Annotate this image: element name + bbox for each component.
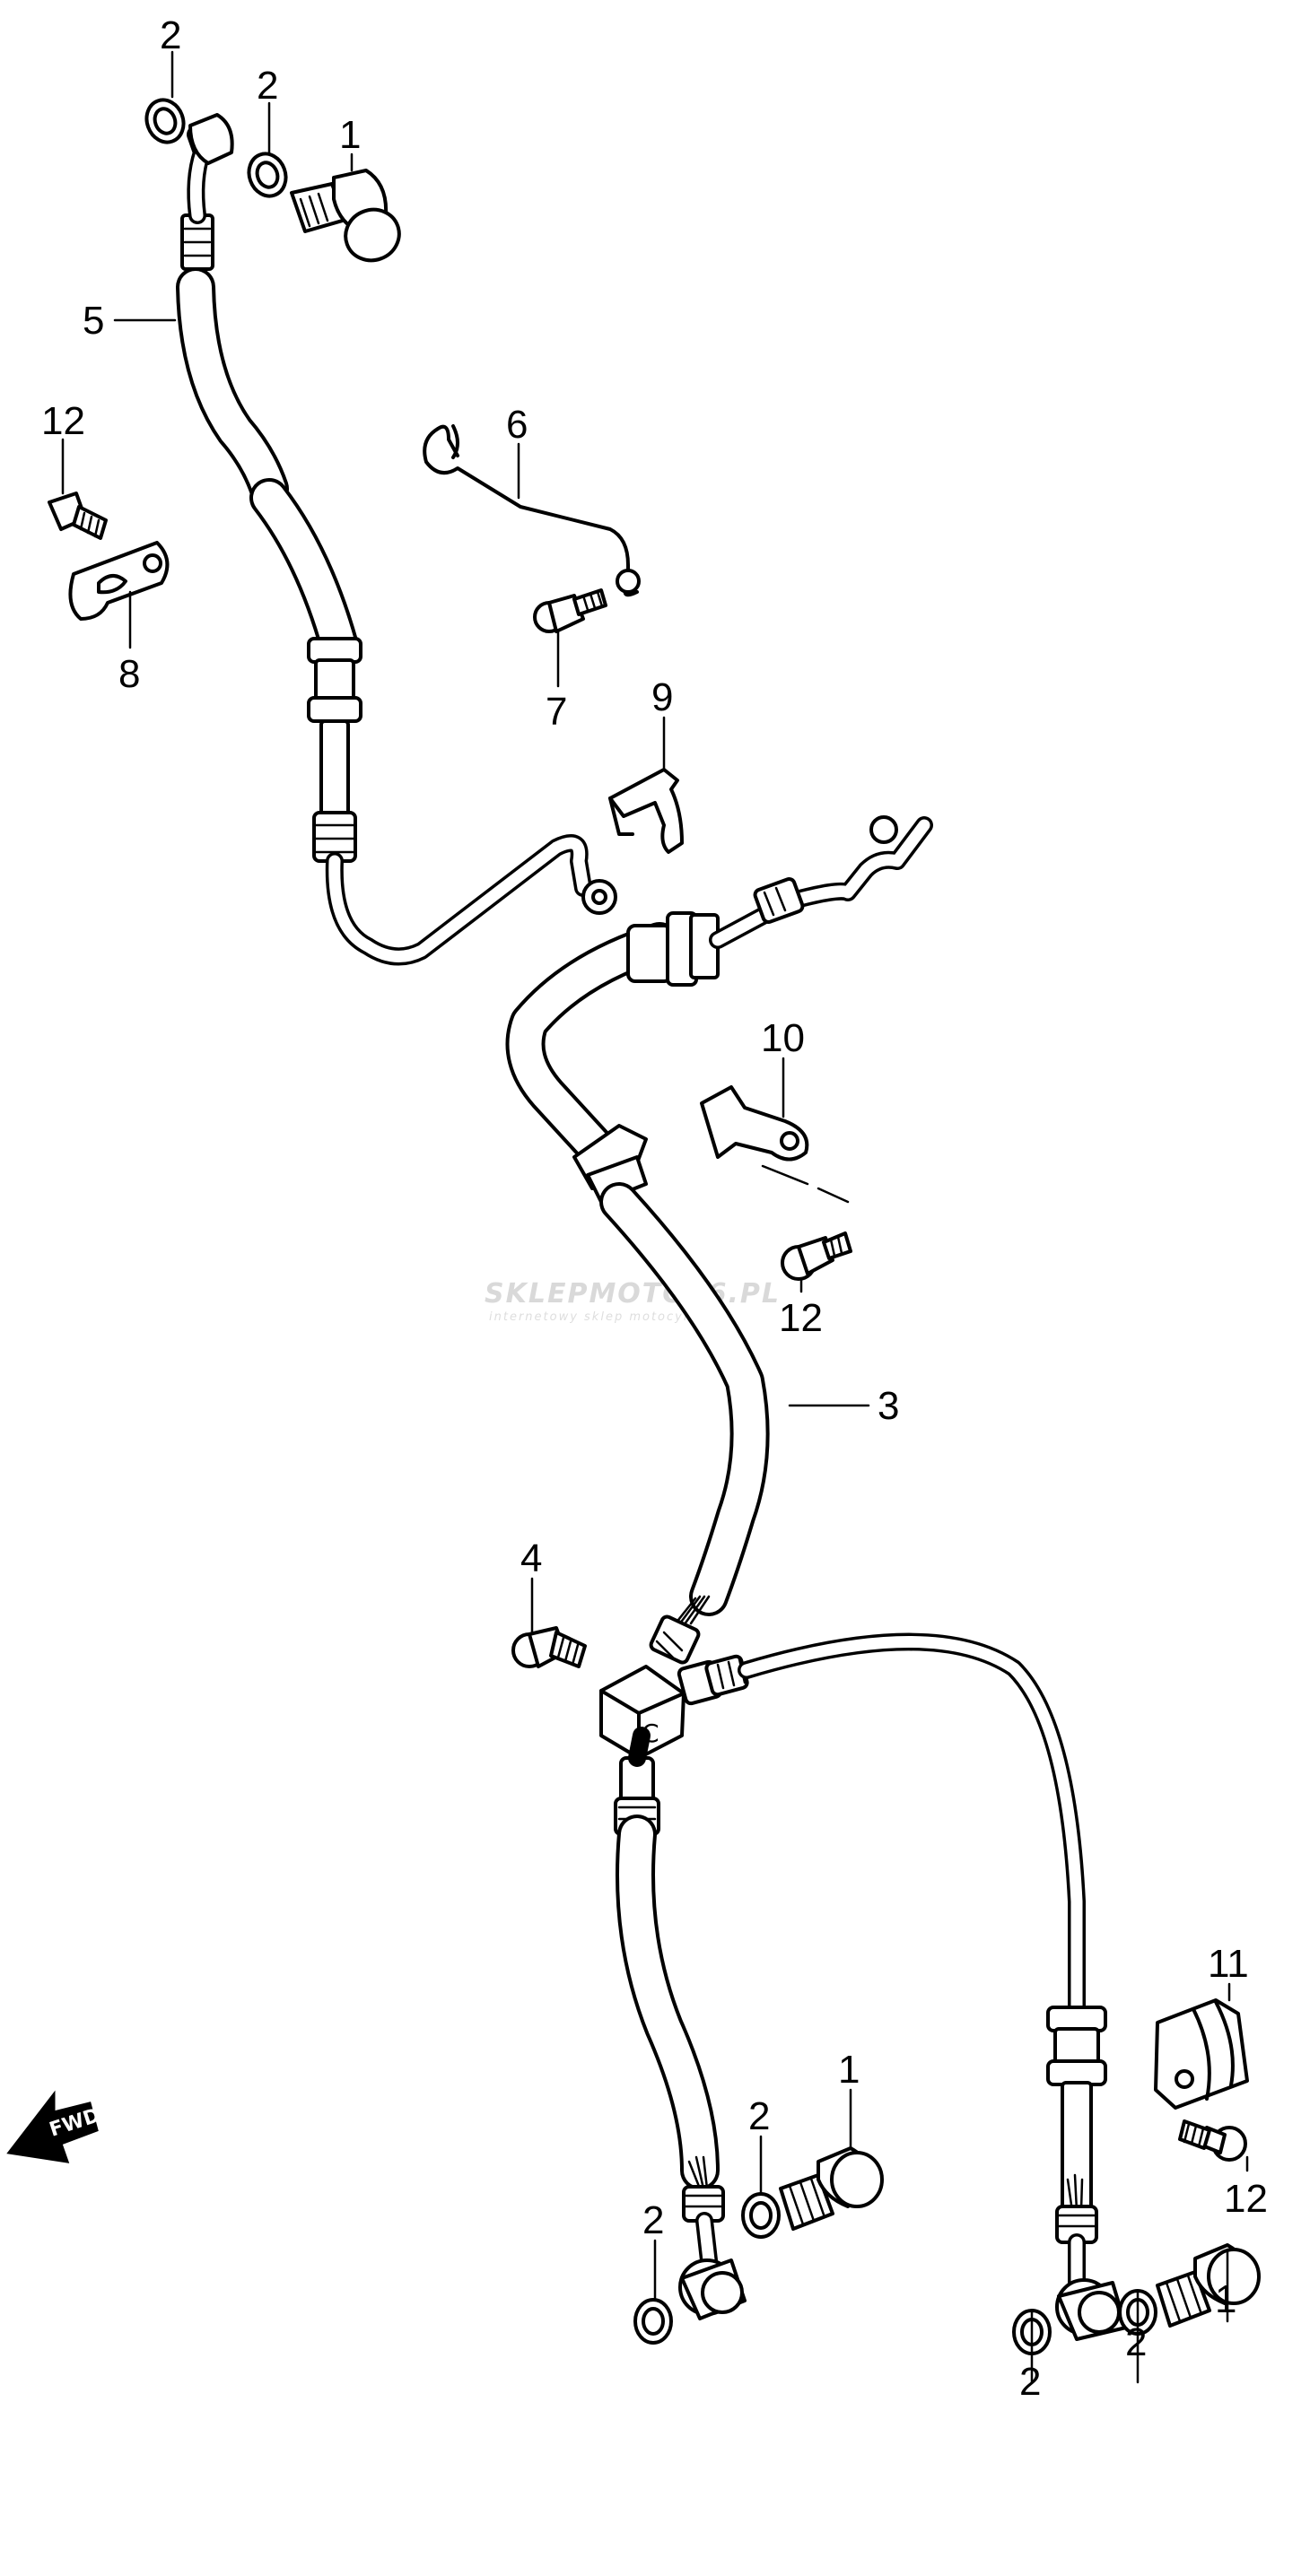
brake-hose-lower-left <box>614 1727 747 2320</box>
callout-12-right: 12 <box>1224 2177 1268 2221</box>
hose-guide-6 <box>423 424 641 597</box>
leader-lines <box>61 50 1249 2384</box>
callout-1-top: 1 <box>339 113 361 157</box>
callout-2-top: 2 <box>257 64 278 108</box>
callout-12-mid: 12 <box>779 1296 823 1340</box>
callout-2-bottom-left: 2 <box>1019 2360 1041 2404</box>
callout-2-bottom-right: 2 <box>1125 2320 1147 2364</box>
banjo-bolt-bottom <box>1012 2243 1261 2355</box>
brake-pipe <box>312 719 617 966</box>
brake-hose-right <box>677 1632 1128 2341</box>
bracket-10-group <box>700 1085 852 1281</box>
callout-3: 3 <box>878 1384 899 1428</box>
banjo-bolt-mid <box>633 2146 884 2345</box>
callout-7: 7 <box>546 690 567 734</box>
callout-6: 6 <box>506 403 528 447</box>
brake-hose-upper <box>176 126 362 723</box>
bolt-4 <box>511 1626 587 1668</box>
bracket-11-group <box>1154 1998 1249 2162</box>
callout-12-left: 12 <box>41 399 85 443</box>
callout-11: 11 <box>1208 1942 1249 1986</box>
callout-4: 4 <box>520 1536 542 1580</box>
banjo-bolt-top <box>144 98 401 263</box>
callout-1-bottom: 1 <box>1215 2277 1236 2321</box>
callout-5: 5 <box>83 299 104 343</box>
callout-2-top-left: 2 <box>160 13 181 57</box>
bolt-7 <box>533 588 607 633</box>
callout-10: 10 <box>761 1016 805 1060</box>
callout-2-mid-left: 2 <box>642 2198 664 2242</box>
fwd-arrow-icon: FWD <box>6 2090 103 2163</box>
bolt-12-left-group <box>48 492 170 621</box>
watermark-brand: SKLEPMOTO66.PL <box>485 1278 781 1310</box>
callout-1-mid: 1 <box>838 2048 860 2092</box>
callout-9: 9 <box>651 675 673 719</box>
watermark-tagline: internetowy sklep motocyklowy <box>489 1310 726 1324</box>
clamp-9 <box>608 768 684 854</box>
callouts: 2 2 1 5 6 12 8 7 9 10 12 3 4 11 1 2 2 12… <box>41 13 1268 2404</box>
brake-hose-3 <box>505 815 933 1665</box>
watermark: SKLEPMOTO66.PL internetowy sklep motocyk… <box>485 1278 781 1324</box>
callout-8: 8 <box>118 652 140 696</box>
callout-2-mid-right: 2 <box>748 2094 770 2138</box>
